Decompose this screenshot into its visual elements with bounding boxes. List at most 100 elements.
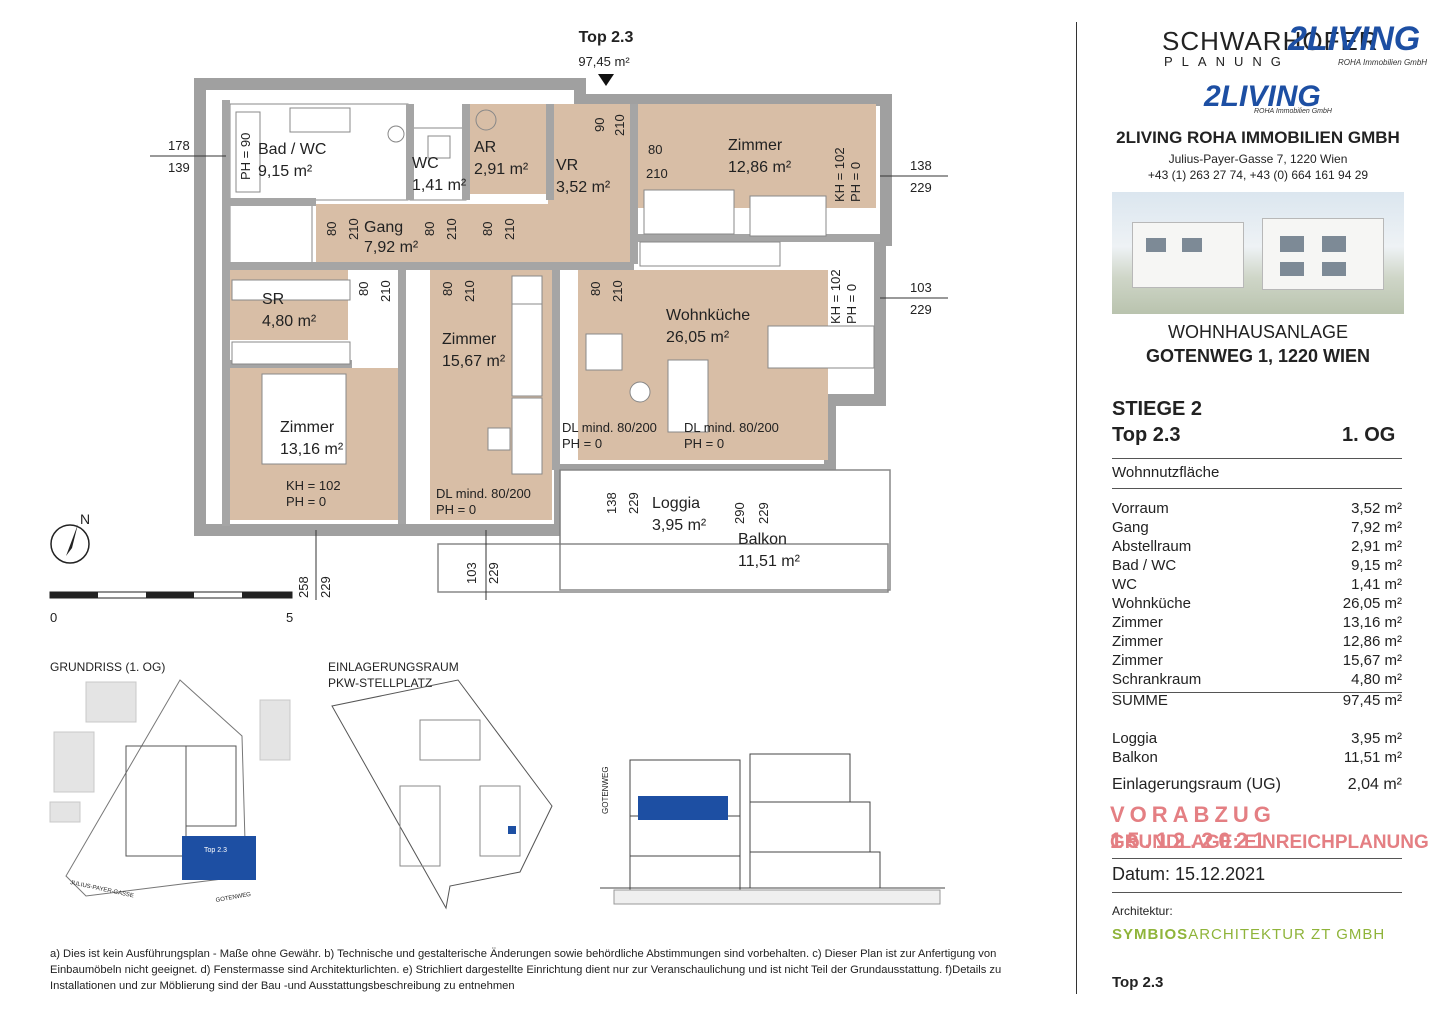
dl-wk-1-ph: PH = 0: [562, 436, 602, 451]
dim-103-right: 103: [910, 280, 932, 295]
dim-80-sr: 80: [356, 282, 371, 296]
dim-ph0-a: PH = 0: [848, 162, 863, 202]
dim-178: 178: [168, 138, 190, 153]
dim-210-zimmer: 210: [646, 166, 668, 181]
stiege-label: STIEGE 2: [1112, 398, 1203, 420]
room-zimmer2-name: Zimmer: [442, 331, 497, 348]
dim-103-bottom: 103: [464, 562, 479, 584]
dim-ph0-b: PH = 0: [844, 284, 859, 324]
dim-90: 90: [592, 118, 607, 132]
project-address: GOTENWEG 1, 1220 WIEN: [1145, 346, 1371, 366]
ph-zimmer3: PH = 0: [286, 494, 326, 509]
site-top-label: Top 2.3: [204, 847, 227, 854]
info-panel: SCHWARHOFER PLANUNG 2LIVING ROHA Immobil…: [1076, 20, 1440, 1002]
dim-210-gang1: 210: [346, 218, 361, 240]
room-loggia-area: 3,95 m²: [652, 517, 707, 534]
dim-229-loggia: 229: [626, 492, 641, 514]
site-plan: Top 2.3 JULIUS-PAYER-GASSE GOTENWEG: [49, 679, 291, 904]
floor-plan: Top 2.3 97,45 m² Bad / WC 9,15 m² WC 1,4…: [49, 29, 948, 625]
logo-2living-top: 2LIVING: [1288, 20, 1421, 58]
dl-wk-2-ph: PH = 0: [684, 436, 724, 451]
dim-80-z2: 80: [440, 282, 455, 296]
room-zimmer2-area: 15,67 m²: [442, 353, 506, 370]
floor-label: 1. OG: [1342, 424, 1396, 446]
unit-title: Top 2.3: [579, 29, 634, 46]
section-highlight: [638, 796, 728, 820]
room-balkon-area: 11,51 m²: [738, 553, 801, 570]
ar-floor: [468, 104, 548, 194]
room-bad-name: Bad / WC: [258, 141, 326, 158]
company-phone: +43 (1) 263 27 74, +43 (0) 664 161 94 29: [1147, 168, 1369, 182]
room-gang-area: 7,92 m²: [364, 239, 419, 256]
project-title: WOHNHAUSANLAGE: [1167, 322, 1349, 342]
storage-highlight: [508, 826, 516, 834]
architect-logo: SYMBIOSARCHITEKTUR ZT GMBH: [1112, 926, 1386, 943]
dim-80-zimmer: 80: [648, 142, 662, 157]
site-highlight: [182, 836, 256, 880]
scale-start: 0: [50, 610, 57, 625]
company-name: 2LIVING ROHA IMMOBILIEN GMBH: [1116, 128, 1400, 147]
room-balkon-name: Balkon: [738, 531, 787, 548]
grundlage-stamp: GRUNDLAGE: EINREICHPLANUNG: [1110, 832, 1429, 853]
dim-229-bottom: 229: [486, 562, 501, 584]
area-storage: Einlagerungsraum (UG)2,04 m²: [1112, 776, 1402, 793]
footer-top: Top 2.3: [1112, 974, 1164, 991]
entrance-arrow-icon: [598, 74, 614, 86]
company-address: Julius-Payer-Gasse 7, 1220 Wien: [1168, 152, 1348, 166]
building-photo: [1112, 192, 1404, 314]
dim-210-gang3: 210: [502, 218, 517, 240]
dim-210-wk: 210: [610, 280, 625, 302]
wnf-label: Wohnnutzfläche: [1112, 464, 1220, 481]
dim-80-gang1: 80: [324, 222, 339, 236]
datum: Datum: 15.12.2021: [1112, 864, 1266, 884]
dim-210-gang2: 210: [444, 218, 459, 240]
scale-bar: [49, 591, 293, 599]
dim-229-balkon: 229: [756, 502, 771, 524]
dim-210-sr: 210: [378, 280, 393, 302]
dim-138-loggia: 138: [604, 492, 619, 514]
panel-divider: [1076, 22, 1077, 994]
section-drawing: GOTENWEG: [600, 753, 945, 905]
north-compass-icon: [50, 524, 90, 564]
dl-z2-ph: PH = 0: [436, 502, 476, 517]
room-zimmer1-name: Zimmer: [728, 137, 783, 154]
dim-138-right: 138: [910, 158, 932, 173]
caption-pkw: PKW-STELLPLATZ: [328, 676, 433, 690]
dim-210-vr: 210: [612, 114, 627, 136]
top-label: Top 2.3: [1112, 424, 1181, 446]
logo-2living-sub: ROHA Immobilien GmbH: [1254, 108, 1332, 115]
logo-2living: 2LIVING: [1204, 80, 1321, 113]
room-bad-area: 9,15 m²: [258, 163, 313, 180]
dl-wk-1: DL mind. 80/200: [562, 420, 657, 435]
architekt-label: Architektur:: [1112, 904, 1173, 918]
room-zimmer3-name: Zimmer: [280, 419, 335, 436]
room-sr-area: 4,80 m²: [262, 313, 317, 330]
vorabzug-stamp: VORABZUG 15.12.2021: [1110, 802, 1276, 853]
dim-80-gang2: 80: [422, 222, 437, 236]
room-vr-area: 3,52 m²: [556, 179, 611, 196]
room-ar-name: AR: [474, 139, 496, 156]
room-wc-area: 1,41 m²: [412, 177, 467, 194]
room-loggia-name: Loggia: [652, 495, 700, 512]
room-sr-name: SR: [262, 291, 284, 308]
scale-end: 5: [286, 610, 293, 625]
section-street-label: GOTENWEG: [601, 766, 610, 814]
caption-einlagerung: EINLAGERUNGSRAUM: [328, 660, 459, 674]
dim-258: 258: [296, 576, 311, 598]
north-label: N: [80, 511, 90, 527]
dim-229-right: 229: [910, 180, 932, 195]
brand-sub: PLANUNG: [1164, 54, 1290, 69]
dl-z2: DL mind. 80/200: [436, 486, 531, 501]
